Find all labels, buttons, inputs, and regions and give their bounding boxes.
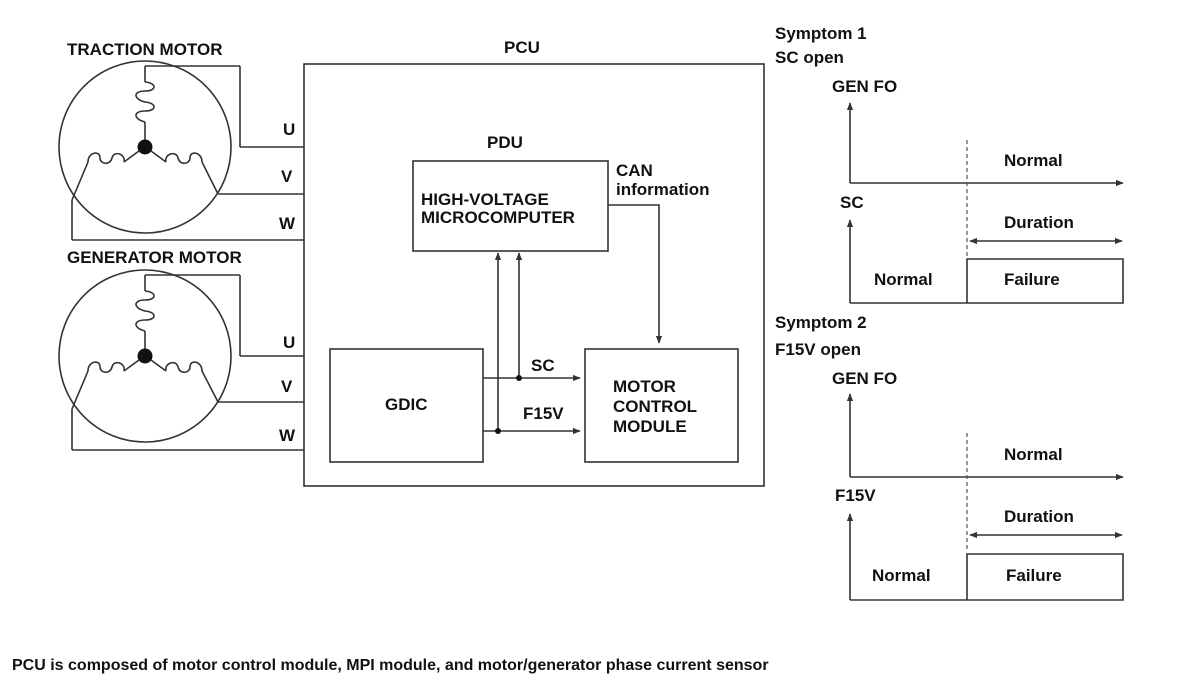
f15v-signal-label: F15V [523, 404, 564, 423]
mcm-label-line2: CONTROL [613, 397, 697, 416]
symptom1-top-axis-label: GEN FO [832, 77, 897, 96]
symptom2-after-state: Failure [1006, 566, 1062, 585]
diagram-caption: PCU is composed of motor control module,… [12, 657, 769, 674]
symptom1-title: Symptom 1 [775, 24, 867, 43]
symptom1-top-state: Normal [1004, 151, 1063, 170]
symptom2-title: Symptom 2 [775, 313, 867, 332]
traction-phase-v-label: V [281, 167, 293, 186]
mcm-label-line3: MODULE [613, 417, 687, 436]
traction-motor-windings [71, 65, 304, 241]
generator-phase-w-label: W [279, 426, 296, 445]
can-label-line2: information [616, 180, 710, 199]
generator-motor-windings [71, 274, 304, 451]
f15v-junction-dot [495, 428, 501, 434]
traction-motor-label: TRACTION MOTOR [67, 40, 223, 59]
symptom1-signal-waveform [850, 258, 1124, 304]
symptom1-subtitle: SC open [775, 48, 844, 67]
symptom1-timing: Symptom 1 SC open GEN FO Normal SC Durat… [775, 24, 1124, 304]
sc-signal-label: SC [531, 356, 555, 375]
pcu-block: PCU PDU HIGH-VOLTAGE MICROCOMPUTER CAN i… [303, 38, 765, 487]
symptom1-after-state: Failure [1004, 270, 1060, 289]
gdic-box [329, 348, 484, 463]
generator-motor-circle [58, 269, 232, 443]
pdu-label: PDU [487, 133, 523, 152]
traction-phase-w-label: W [279, 214, 296, 233]
symptom1-before-state: Normal [874, 270, 933, 289]
traction-motor: TRACTION MOTOR U V W [58, 40, 304, 241]
generator-motor-neutral-point [137, 348, 153, 364]
symptom2-signal-waveform [850, 553, 1124, 601]
symptom2-top-axis-label: GEN FO [832, 369, 897, 388]
gdic-label: GDIC [385, 395, 428, 414]
pcu-label: PCU [504, 38, 540, 57]
symptom1-bottom-axis-label: SC [840, 193, 864, 212]
symptom2-bottom-axis-label: F15V [835, 486, 876, 505]
microcomputer-box [412, 160, 609, 252]
generator-motor: GENERATOR MOTOR U V W [58, 248, 304, 451]
pcu-signal-lines [483, 204, 663, 435]
symptom1-duration-label: Duration [1004, 213, 1074, 232]
microcomputer-label-line1: HIGH-VOLTAGE [421, 190, 549, 209]
generator-phase-v-label: V [281, 377, 293, 396]
microcomputer-label-line2: MICROCOMPUTER [421, 208, 575, 227]
generator-phase-u-label: U [283, 333, 295, 352]
motor-control-module-box [584, 348, 739, 463]
mcm-label-line1: MOTOR [613, 377, 676, 396]
can-label-line1: CAN [616, 161, 653, 180]
symptom2-top-state: Normal [1004, 445, 1063, 464]
symptom2-timing: Symptom 2 F15V open GEN FO Normal F15V D… [775, 313, 1124, 601]
traction-motor-neutral-point [137, 139, 153, 155]
sc-junction-dot [516, 375, 522, 381]
symptom2-before-state: Normal [872, 566, 931, 585]
traction-motor-circle [58, 60, 232, 234]
symptom2-duration-label: Duration [1004, 507, 1074, 526]
symptom2-subtitle: F15V open [775, 340, 861, 359]
generator-motor-label: GENERATOR MOTOR [67, 248, 242, 267]
traction-phase-u-label: U [283, 120, 295, 139]
